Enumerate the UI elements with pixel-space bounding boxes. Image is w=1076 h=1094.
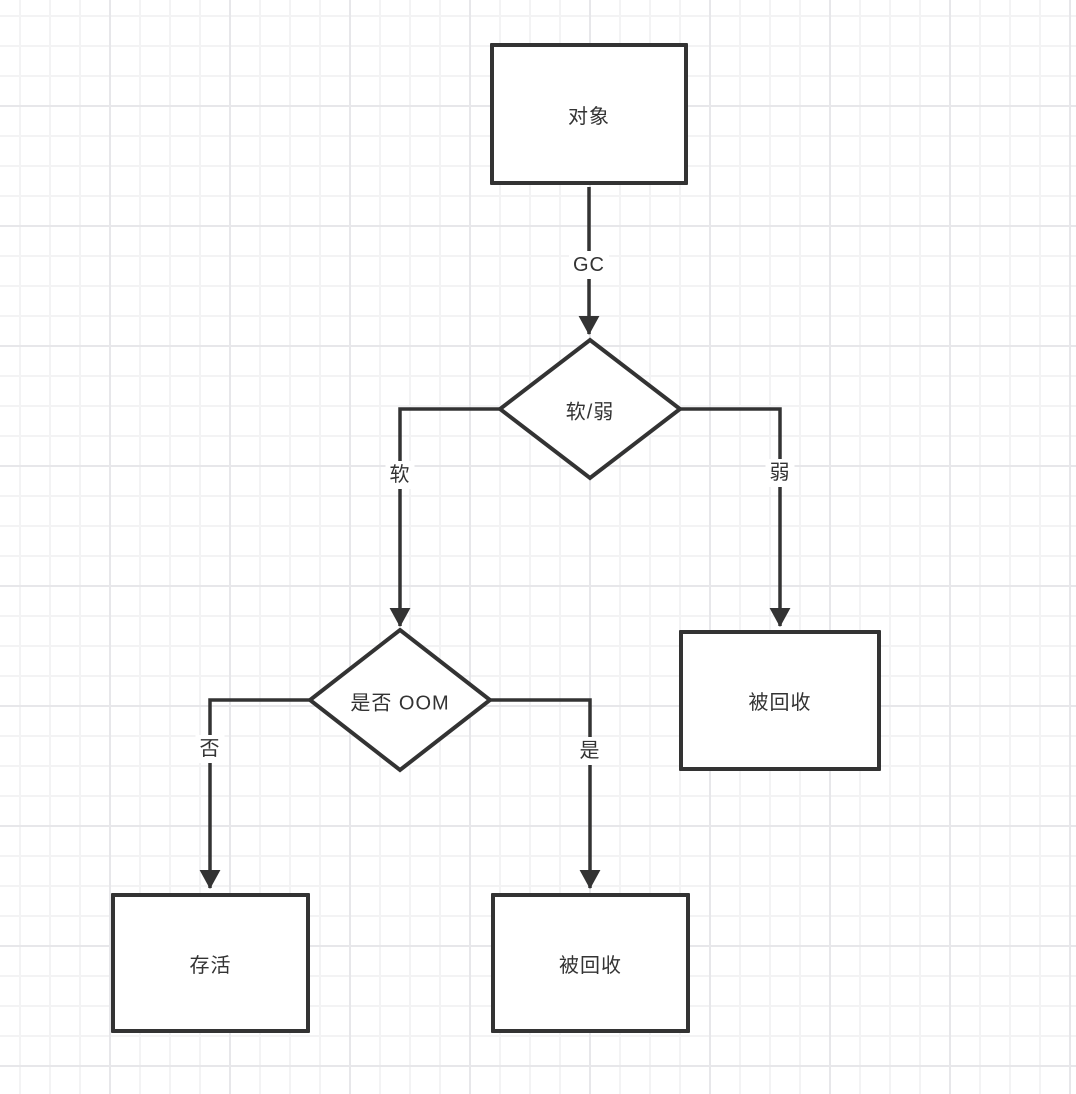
edge-softweak-to-recycled-right[interactable]	[680, 407, 791, 627]
edge-softweak-to-oom[interactable]	[389, 407, 500, 627]
node-survive[interactable]: 存活	[111, 893, 310, 1033]
edge-label-gc[interactable]: GC	[569, 251, 609, 279]
node-soft-weak-label: 软/弱	[565, 401, 615, 424]
node-soft-weak-diamond[interactable]	[496, 337, 684, 481]
edge-label-no[interactable]: 否	[195, 735, 225, 763]
node-object-label: 对象	[568, 105, 610, 128]
edge-label-yes[interactable]: 是	[575, 737, 605, 765]
edge-label-soft[interactable]: 软	[385, 461, 415, 489]
edge-label-weak[interactable]: 弱	[765, 459, 795, 487]
node-oom-diamond[interactable]	[306, 627, 494, 773]
node-recycled-bottom[interactable]: 被回收	[491, 893, 690, 1033]
edge-oom-to-recycled-bottom[interactable]	[490, 698, 601, 889]
node-oom-label: 是否 OOM	[350, 692, 450, 715]
node-recycled-right-label: 被回收	[748, 692, 812, 714]
edge-oom-to-survive[interactable]	[199, 698, 310, 889]
node-survive-label: 存活	[189, 954, 232, 977]
node-recycled-bottom-label: 被回收	[559, 954, 622, 977]
node-recycled-right[interactable]: 被回收	[679, 630, 881, 771]
node-object[interactable]: 对象	[490, 43, 688, 185]
